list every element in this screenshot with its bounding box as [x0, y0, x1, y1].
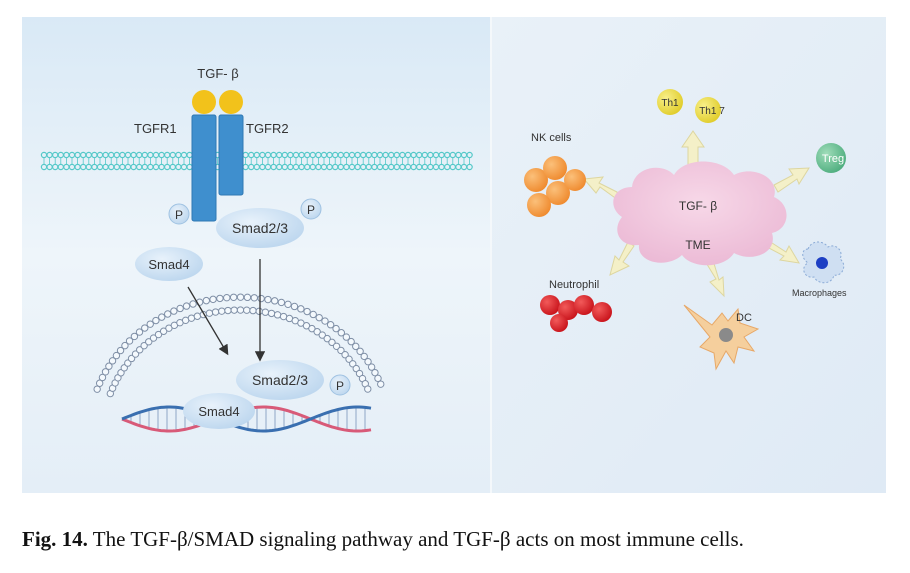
neutrophil-cell [540, 295, 560, 315]
treg-cell [816, 143, 846, 173]
macrophage-nucleus [816, 257, 828, 269]
th1-label: Th1 [661, 98, 679, 109]
nuclear-membrane [93, 293, 385, 398]
smad23-bottom [236, 360, 324, 400]
nk-cells-label: NK cells [531, 132, 572, 144]
phospho-receptor [168, 203, 190, 225]
tgfr2-label: TGFR2 [246, 121, 289, 136]
macrophages-label: Macrophages [792, 288, 847, 298]
neutrophil-cluster [540, 295, 612, 332]
th17-cell [695, 97, 721, 123]
th1-cell [657, 89, 683, 115]
smad4-bottom-label: Smad4 [198, 404, 239, 419]
dc-label: DC [736, 312, 752, 324]
neutrophil-cell [592, 302, 612, 322]
phospho-smad23-bottom-label: P [336, 379, 344, 393]
smad23-top [216, 208, 304, 248]
smad4-top-label: Smad4 [148, 257, 189, 272]
phospho-smad23-bottom [329, 374, 351, 396]
smad4-translocation-arrow [187, 286, 229, 356]
figure-caption-label: Fig. 14. [22, 527, 88, 551]
tme-label: TME [685, 238, 710, 252]
dendritic-cell-nucleus [719, 328, 733, 342]
neutrophil-label: Neutrophil [549, 279, 599, 291]
nk-cell [527, 193, 551, 217]
nk-cell [564, 169, 586, 191]
tgfr2-receptor [218, 114, 244, 196]
phospho-smad23-top [300, 198, 322, 220]
tgfr1-label: TGFR1 [134, 121, 177, 136]
tgf-beta-label: TGF- β [197, 66, 238, 81]
phospho-receptor-label: P [175, 208, 183, 222]
nk-cell [546, 181, 570, 205]
figure-caption: Fig. 14. The TGF-β/SMAD signaling pathwa… [22, 527, 902, 552]
treg-label: Treg [822, 153, 844, 165]
arrow-to-neutrophil [609, 241, 635, 276]
arrow-to-treg [773, 167, 810, 193]
nk-cell [543, 156, 567, 180]
phospho-smad23-top-label: P [307, 203, 315, 217]
arrow-to-nk [583, 176, 619, 202]
figure-diagram: TGF- β TGFR1 TGFR2 Smad2/3 P P Smad4 Sma… [22, 17, 886, 493]
neutrophil-cell [550, 314, 568, 332]
nk-cell [524, 168, 548, 192]
tme-ligand-label: TGF- β [679, 199, 717, 213]
smad4-bottom [183, 393, 255, 429]
nk-cells-cluster [524, 156, 586, 217]
neutrophil-cell [574, 295, 594, 315]
smad23-bottom-label: Smad2/3 [252, 372, 308, 388]
smad4-top [135, 247, 203, 281]
smad23-top-label: Smad2/3 [232, 220, 288, 236]
tgfr1-receptor [191, 114, 217, 222]
th17-label: Th1 7 [699, 106, 725, 117]
effect-arrows [583, 130, 810, 298]
figure-caption-text: The TGF-β/SMAD signaling pathway and TGF… [92, 527, 744, 551]
tme-cloud [613, 161, 787, 266]
left-panel-background [22, 17, 490, 493]
tgf-beta-ligand-left [192, 90, 216, 114]
tgf-beta-ligand-right [219, 90, 243, 114]
